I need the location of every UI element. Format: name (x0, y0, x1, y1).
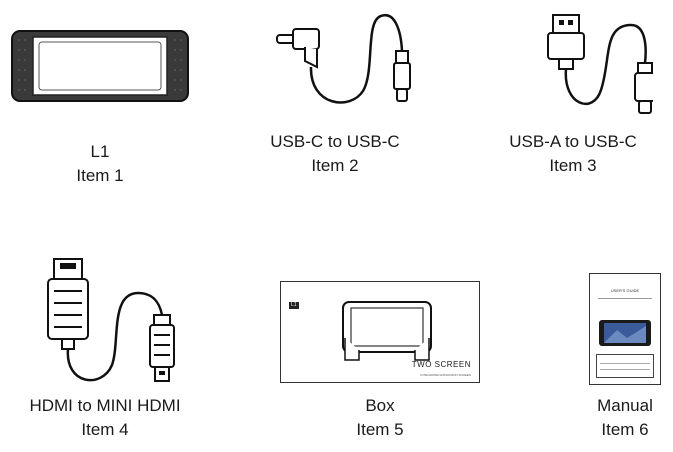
item-3-number: Item 3 (549, 156, 597, 175)
item-1-number: Item 1 (76, 166, 124, 185)
l1-screen-icon (11, 30, 189, 102)
usb-c-to-usb-c-cable-icon (276, 14, 411, 104)
manual-booklet: USER'S GUIDE (589, 273, 661, 385)
hdmi-to-mini-hdmi-cable-icon (47, 258, 175, 382)
item-1: L1 Item 1 (0, 10, 200, 188)
box-illustration: L1 TWO SCREEN INTEGRATED EXPANSION SCREE… (280, 252, 480, 392)
box-badge: L1 (289, 302, 299, 309)
manual-device-image-icon (599, 320, 651, 346)
item-4: HDMI to MINI HDMI Item 4 (5, 252, 205, 442)
item-6-number: Item 6 (601, 420, 649, 439)
item-6: USER'S GUIDE Manual Item 6 (525, 252, 673, 442)
item-1-title: L1 (90, 142, 110, 161)
item-4-number: Item 4 (81, 420, 129, 439)
hdmi-cable-illustration (5, 252, 205, 392)
item-2-title: USB-C to USB-C (270, 132, 400, 151)
l1-screen-illustration (0, 10, 200, 122)
item-3: USB-A to USB-C Item 3 (473, 0, 673, 178)
item-4-title: HDMI to MINI HDMI (29, 396, 181, 415)
box-brand: TWO SCREEN (411, 360, 471, 369)
box-package: L1 TWO SCREEN INTEGRATED EXPANSION SCREE… (280, 281, 480, 383)
usb-c-cable-illustration (235, 0, 435, 122)
item-5-number: Item 5 (356, 420, 404, 439)
item-5: L1 TWO SCREEN INTEGRATED EXPANSION SCREE… (280, 252, 480, 442)
manual-illustration: USER'S GUIDE (525, 252, 673, 392)
item-6-title: Manual (597, 396, 653, 415)
item-5-title: Box (365, 396, 395, 415)
item-2: USB-C to USB-C Item 2 (235, 0, 435, 178)
box-tagline: INTEGRATED EXPANSION SCREEN (420, 373, 471, 377)
usb-a-cable-illustration (473, 0, 673, 122)
box-device-image-icon (342, 301, 432, 361)
item-2-number: Item 2 (311, 156, 359, 175)
usb-a-to-usb-c-cable-icon (547, 14, 653, 114)
manual-header: USER'S GUIDE (610, 288, 640, 293)
item-3-title: USB-A to USB-C (509, 132, 637, 151)
